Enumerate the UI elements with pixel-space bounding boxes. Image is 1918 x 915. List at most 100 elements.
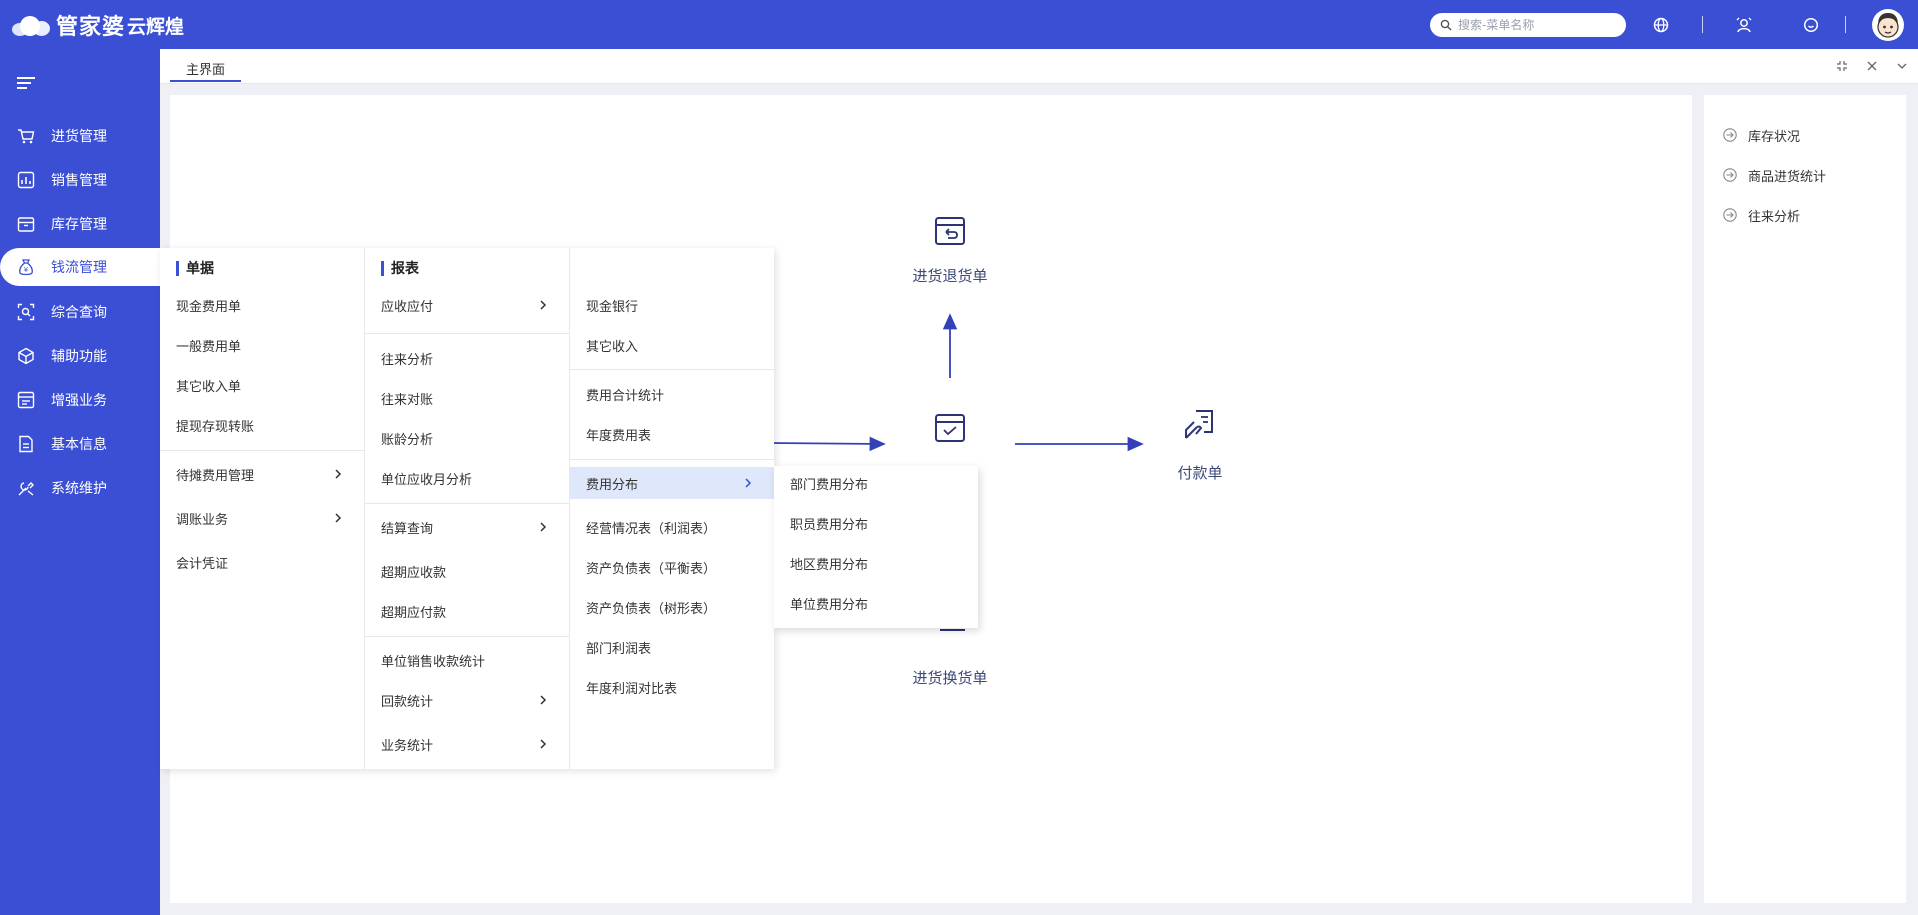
menu-item[interactable]: 现金费用单 [176,299,242,315]
sidebar-item-label: 钱流管理 [51,260,107,276]
menu-item-submenu[interactable]: 待摊费用管理 [160,458,364,490]
menu-item[interactable]: 单位销售收款统计 [381,654,486,670]
menu-divider [365,503,569,504]
menu-item[interactable]: 其它收入 [586,339,639,355]
logo[interactable]: 管家婆 云辉煌 [12,9,184,41]
user-icon[interactable] [1731,12,1757,38]
quick-link-purchase-stats[interactable]: 商品进货统计 [1722,165,1826,185]
menu-search[interactable] [1430,13,1626,37]
top-bar: 管家婆 云辉煌 [0,0,1918,49]
logo-subtext: 云辉煌 [127,15,185,38]
submenu-item[interactable]: 单位费用分布 [790,597,869,613]
menu-item[interactable]: 年度利润对比表 [586,681,678,697]
avatar[interactable] [1872,9,1904,41]
sidebar-item-basic-info[interactable]: 基本信息 [0,425,160,463]
money-bag-icon: ¥ [15,256,37,278]
menu-item[interactable]: 单位应收月分析 [381,472,473,488]
menu-item[interactable]: 资产负债表（平衡表） [586,561,717,577]
quick-link-ar-analysis[interactable]: 往来分析 [1722,205,1800,225]
close-icon[interactable] [1863,57,1881,75]
sidebar-item-cashflow[interactable]: ¥ 钱流管理 [0,248,160,286]
flow-label: 进货换货单 [912,669,988,687]
menu-column-reports-2: 现金银行 其它收入 费用合计统计 年度费用表 费用分布 经营情况表（利润表） 资… [569,248,774,769]
sidebar-item-label: 系统维护 [51,481,107,497]
flow-label: 付款单 [1177,464,1223,482]
flow-node-return[interactable]: 进货退货单 [900,213,1000,286]
box-return-icon [935,217,965,245]
menu-column-documents: 单据 现金费用单 一般费用单 其它收入单 提现存现转账 待摊费用管理 调账业务 … [160,248,364,769]
menu-item[interactable]: 一般费用单 [176,339,242,355]
box-check-icon [935,414,965,442]
separator [1845,16,1846,33]
chevron-down-icon[interactable] [1893,57,1911,75]
sidebar-item-sales[interactable]: 销售管理 [0,161,160,199]
menu-item[interactable]: 其它收入单 [176,379,242,395]
menu-item[interactable]: 会计凭证 [176,556,229,572]
menu-item[interactable]: 账龄分析 [381,432,434,448]
quick-link-label: 往来分析 [1748,209,1801,225]
menu-item[interactable]: 部门利润表 [586,641,652,657]
cashflow-mega-menu: 单据 现金费用单 一般费用单 其它收入单 提现存现转账 待摊费用管理 调账业务 … [160,248,774,769]
menu-item[interactable]: 经营情况表（利润表） [586,521,717,537]
sidebar-item-enhanced[interactable]: 增强业务 [0,381,160,419]
tab-main[interactable]: 主界面 [170,56,242,82]
menu-item[interactable]: 超期应付款 [381,605,447,621]
menu-item[interactable]: 资产负债表（树形表） [586,601,717,617]
sidebar: 进货管理 销售管理 库存管理 ¥ 钱流管理 综合查询 辅助功能 增强业务 基本信… [0,49,160,915]
globe-icon[interactable] [1648,12,1674,38]
menu-item[interactable]: 往来分析 [381,352,434,368]
menu-item-submenu[interactable]: 业务统计 [365,728,569,760]
menu-item[interactable]: 费用合计统计 [586,388,665,404]
chevron-right-icon [540,739,547,749]
flow-node-payment[interactable]: 付款单 [1160,408,1240,483]
flow-node-exchange[interactable]: 进货换货单 [900,667,1000,688]
sidebar-item-label: 辅助功能 [51,349,107,365]
menu-item[interactable]: 现金银行 [586,299,639,315]
fullscreen-icon[interactable] [1833,57,1851,75]
menu-item-submenu[interactable]: 应收应付 [365,289,569,321]
submenu-item[interactable]: 职员费用分布 [790,517,869,533]
menu-column-reports: 报表 应收应付 往来分析 往来对账 账龄分析 单位应收月分析 结算查询 超期应收… [364,248,569,769]
menu-divider [160,450,364,451]
menu-column-title: 单据 [176,260,214,277]
menu-item-submenu[interactable]: 调账业务 [160,502,364,534]
sidebar-item-query[interactable]: 综合查询 [0,293,160,331]
menu-item[interactable]: 年度费用表 [586,428,652,444]
arrow-circle-icon [1723,128,1737,142]
sidebar-item-system[interactable]: 系统维护 [0,469,160,507]
menu-column-title: 报表 [381,260,419,277]
cloud-logo-icon [12,14,52,36]
document-icon [15,433,37,455]
menu-item[interactable]: 往来对账 [381,392,434,408]
menu-toggle-icon[interactable] [17,76,37,90]
arrow-circle-icon [1723,208,1737,222]
submenu-item[interactable]: 部门费用分布 [790,477,869,493]
panel-icon [15,389,37,411]
flow-node-purchase[interactable] [900,410,1000,444]
cube-icon [15,345,37,367]
quick-link-label: 库存状况 [1748,129,1801,145]
separator [1702,16,1703,33]
sidebar-item-purchase[interactable]: 进货管理 [0,117,160,155]
sidebar-item-aux[interactable]: 辅助功能 [0,337,160,375]
menu-item-submenu[interactable]: 回款统计 [365,684,569,716]
sidebar-item-label: 进货管理 [51,129,107,145]
menu-item-submenu[interactable]: 结算查询 [365,511,569,543]
search-input[interactable] [1458,18,1618,32]
tools-icon [15,477,37,499]
menu-divider [570,369,774,370]
sidebar-item-inventory[interactable]: 库存管理 [0,205,160,243]
menu-divider [365,636,569,637]
search-icon [1440,19,1452,31]
menu-item[interactable]: 超期应收款 [381,565,447,581]
quick-link-label: 商品进货统计 [1748,169,1827,185]
submenu-item[interactable]: 地区费用分布 [790,557,869,573]
box-icon [15,213,37,235]
chevron-right-icon [335,469,342,479]
menu-item[interactable]: 提现存现转账 [176,419,255,435]
quick-link-inventory-status[interactable]: 库存状况 [1722,125,1800,145]
menu-item-submenu-active[interactable]: 费用分布 [570,467,774,499]
scan-search-icon [15,301,37,323]
chat-icon[interactable] [1798,12,1824,38]
menu-item-label: 待摊费用管理 [176,468,255,484]
